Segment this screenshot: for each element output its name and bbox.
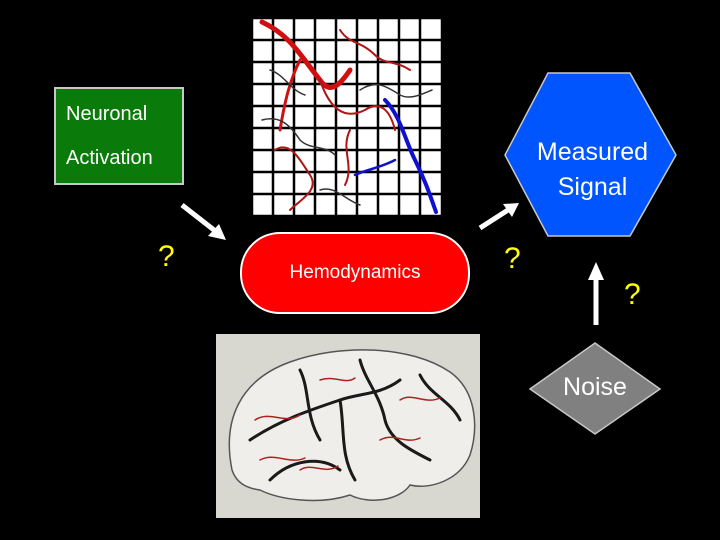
measured-label-line2: Signal <box>557 173 628 201</box>
neuronal-activation-box: Neuronal Activation <box>54 87 184 185</box>
arrow-noise-to-signal <box>588 262 604 325</box>
noise-label: Noise <box>563 373 627 401</box>
vessel-grid-image <box>250 16 444 218</box>
brain-vasculature-image <box>216 334 480 518</box>
arrow-hemodynamics-to-signal <box>478 203 519 231</box>
measured-signal-hexagon <box>504 72 677 237</box>
measured-signal-label: Measured Signal <box>520 135 665 205</box>
question-mark-2: ? <box>504 242 521 275</box>
hemodynamics-label: Hemodynamics <box>289 262 421 283</box>
measured-label-line1: Measured <box>536 138 649 166</box>
question-mark-1: ? <box>158 240 175 273</box>
arrow-neuronal-to-hemodynamics <box>180 203 226 240</box>
hemodynamics-box: Hemodynamics <box>240 232 470 314</box>
neuronal-label-line2: Activation <box>66 147 153 169</box>
noise-diamond <box>528 342 662 435</box>
question-mark-3: ? <box>624 278 641 311</box>
neuronal-label-line1: Neuronal <box>66 103 148 125</box>
